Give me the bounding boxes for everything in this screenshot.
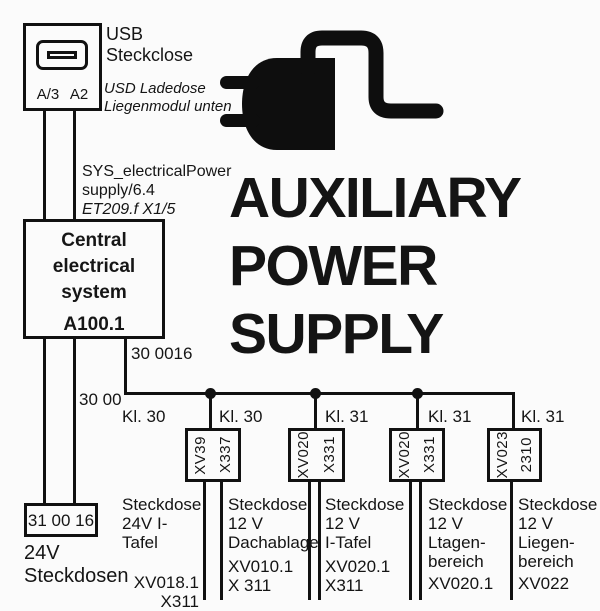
usb-module-box: A/3 A2 bbox=[23, 23, 102, 111]
bus-end-drop bbox=[512, 392, 515, 430]
junction-dot-3 bbox=[412, 388, 423, 399]
outlet-wire bbox=[203, 482, 206, 600]
outlet-wire bbox=[220, 482, 223, 600]
junction-dot-1 bbox=[205, 388, 216, 399]
sys-note: SYS_electricalPower supply/6.4 ET209.f X… bbox=[82, 163, 232, 218]
outlet-refs: XV022 bbox=[518, 574, 570, 593]
connector-code: 2310 bbox=[518, 437, 536, 473]
outlet-wire bbox=[419, 482, 422, 600]
outlet-refs: XV010.1 X 311 bbox=[228, 557, 294, 595]
outlet-wire bbox=[308, 482, 311, 600]
connector-code: XV020 bbox=[396, 431, 413, 479]
wire-usb-left bbox=[43, 109, 46, 221]
outlet-refs: XV020.1 X311 bbox=[325, 557, 391, 595]
usb-port-icon bbox=[36, 40, 88, 70]
wire-bus-feed bbox=[124, 339, 127, 395]
central-unit-code: A100.1 bbox=[63, 314, 125, 335]
power-plug-icon bbox=[220, 30, 444, 150]
drop-wire-2 bbox=[314, 394, 317, 428]
connector-box-1: XV39 X337 bbox=[185, 428, 241, 482]
fuse-box-code: 31 00 16 bbox=[27, 510, 95, 530]
outlet-desc-2: Steckdose 12 V Dachablage XV010.1 X 311 bbox=[228, 495, 319, 595]
outlet-refs: XV020.1 bbox=[428, 574, 494, 593]
connector-box-2: XV020 X331 bbox=[288, 428, 345, 482]
outlet-refs: XV018.1 X311 bbox=[133, 573, 199, 611]
bus-wire-code: 30 0016 bbox=[131, 344, 193, 363]
fuse-box-label: 24V Steckdosen bbox=[24, 542, 129, 587]
page-title: AUXILIARY POWER SUPPLY bbox=[229, 166, 522, 366]
kl-label-3: Kl. 31 bbox=[428, 407, 472, 426]
kl-label-1: Kl. 30 bbox=[219, 407, 263, 426]
drop-wire-3 bbox=[416, 394, 419, 428]
connector-box-3: XV020 X331 bbox=[389, 428, 445, 482]
connector-code: XV020 bbox=[295, 431, 313, 479]
connector-code: X331 bbox=[320, 436, 338, 474]
usb-pin-right: A2 bbox=[69, 86, 89, 103]
usb-slot-icon bbox=[47, 51, 77, 59]
kl-label-0: Kl. 30 bbox=[122, 407, 166, 426]
outlet-wire bbox=[510, 482, 513, 600]
kl-label-4: Kl. 31 bbox=[521, 407, 565, 426]
connector-code: X331 bbox=[421, 436, 438, 474]
drop-wire-1 bbox=[209, 394, 212, 428]
wire-usb-right bbox=[73, 109, 76, 221]
wire-24v-left bbox=[43, 339, 46, 504]
branch-wire-code: 30 00 bbox=[79, 390, 122, 409]
outlet-desc-1: Steckdose 24V I-Tafel XV018.1 X311 bbox=[122, 495, 202, 611]
connector-code: XV023 bbox=[493, 431, 511, 479]
connector-code: X337 bbox=[217, 436, 234, 474]
central-unit-label: Central electrical system A100.1 bbox=[23, 228, 165, 338]
outlet-wire bbox=[318, 482, 321, 600]
connector-code: XV39 bbox=[192, 435, 209, 475]
usb-pin-labels: A/3 A2 bbox=[26, 86, 99, 103]
central-unit-box bbox=[23, 219, 165, 339]
usb-label: USB Steckclose bbox=[106, 24, 194, 65]
usb-pin-left: A/3 bbox=[36, 86, 60, 103]
fuse-box: 31 00 16 bbox=[24, 503, 98, 537]
kl-label-2: Kl. 31 bbox=[325, 407, 369, 426]
outlet-desc-3: Steckdose 12 V I-Tafel XV020.1 X311 bbox=[325, 495, 405, 595]
outlet-desc-5: Steckdose 12 V Liegen- bereich XV022 bbox=[518, 495, 598, 593]
usb-note: USD Ladedose Liegenmodul unten bbox=[104, 80, 232, 115]
junction-dot-2 bbox=[310, 388, 321, 399]
wire-24v-right bbox=[73, 339, 76, 504]
outlet-desc-4: Steckdose 12 V Ltagen- bereich XV020.1 bbox=[428, 495, 508, 593]
connector-box-4: XV023 2310 bbox=[487, 428, 542, 482]
outlet-wire bbox=[409, 482, 412, 600]
